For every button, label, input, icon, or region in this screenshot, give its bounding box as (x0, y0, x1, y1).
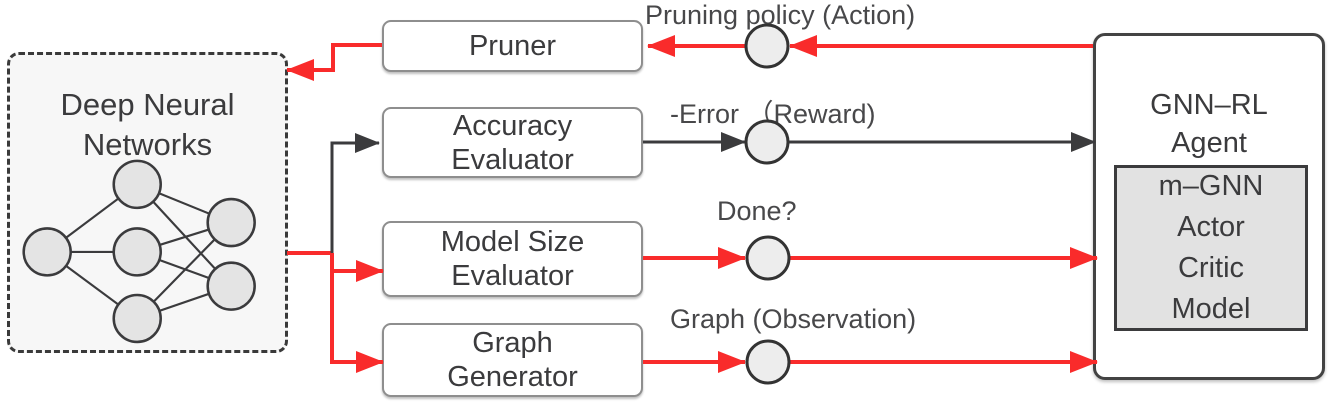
done-edge-label: Done? (717, 196, 797, 226)
pruner-label: Pruner (468, 30, 557, 62)
observation-edge-label: Graph (Observation) (670, 304, 917, 334)
nn-hidden-node-bottom (112, 293, 162, 344)
gnn-rl-agent-box: GNN–RL Agent m–GNN Actor Critic Model (1093, 33, 1325, 380)
action-edge-label: Pruning policy (Action) (645, 0, 916, 30)
nn-hidden-node-top (112, 159, 162, 210)
agent-inner-line2: Actor (1177, 211, 1245, 243)
agent-inner-line1: m–GNN (1158, 170, 1264, 202)
nn-hidden-node-middle (112, 227, 162, 277)
accuracy-evaluator-label-line2: Evaluator (451, 143, 574, 176)
nn-nodes (22, 159, 256, 344)
done-state-circle (745, 235, 791, 281)
action-state-circle (744, 23, 790, 69)
dnn-title-line1: Deep Neural (60, 87, 235, 122)
m-gnn-actor-critic-model-box: m–GNN Actor Critic Model (1114, 165, 1308, 331)
dnn-title-line2: Networks (82, 127, 213, 162)
reward-edge-label: -Error （Reward) (670, 99, 876, 129)
nn-input-node (22, 227, 72, 277)
agent-title: GNN–RL Agent (1096, 86, 1322, 162)
pruner-box: Pruner (382, 20, 643, 72)
model-size-evaluator-label-line1: Model Size (440, 226, 585, 258)
dnn-output-branch (287, 133, 384, 373)
accuracy-evaluator-label-line1: Accuracy (452, 109, 573, 142)
nn-output-node-top (206, 197, 256, 248)
graph-generator-box: Graph Generator (382, 323, 643, 397)
graph-generator-label-line1: Graph (472, 327, 553, 359)
agent-title-line1: GNN–RL (1150, 89, 1268, 121)
nn-output-node-bottom (206, 261, 256, 311)
model-size-evaluator-label-line2: Evaluator (451, 260, 574, 292)
accuracy-evaluator-box: Accuracy Evaluator (382, 107, 643, 178)
agent-inner-line4: Model (1171, 293, 1251, 325)
graph-generator-label-line2: Generator (447, 361, 578, 393)
agent-title-line2: Agent (1171, 127, 1247, 159)
neural-network-illustration (22, 159, 256, 344)
agent-inner-line3: Critic (1177, 252, 1245, 284)
observation-state-circle (745, 339, 791, 385)
dnn-title: Deep Neural Networks (10, 85, 285, 165)
deep-neural-networks-box: Deep Neural Networks (7, 52, 288, 353)
model-size-evaluator-box: Model Size Evaluator (382, 221, 643, 297)
